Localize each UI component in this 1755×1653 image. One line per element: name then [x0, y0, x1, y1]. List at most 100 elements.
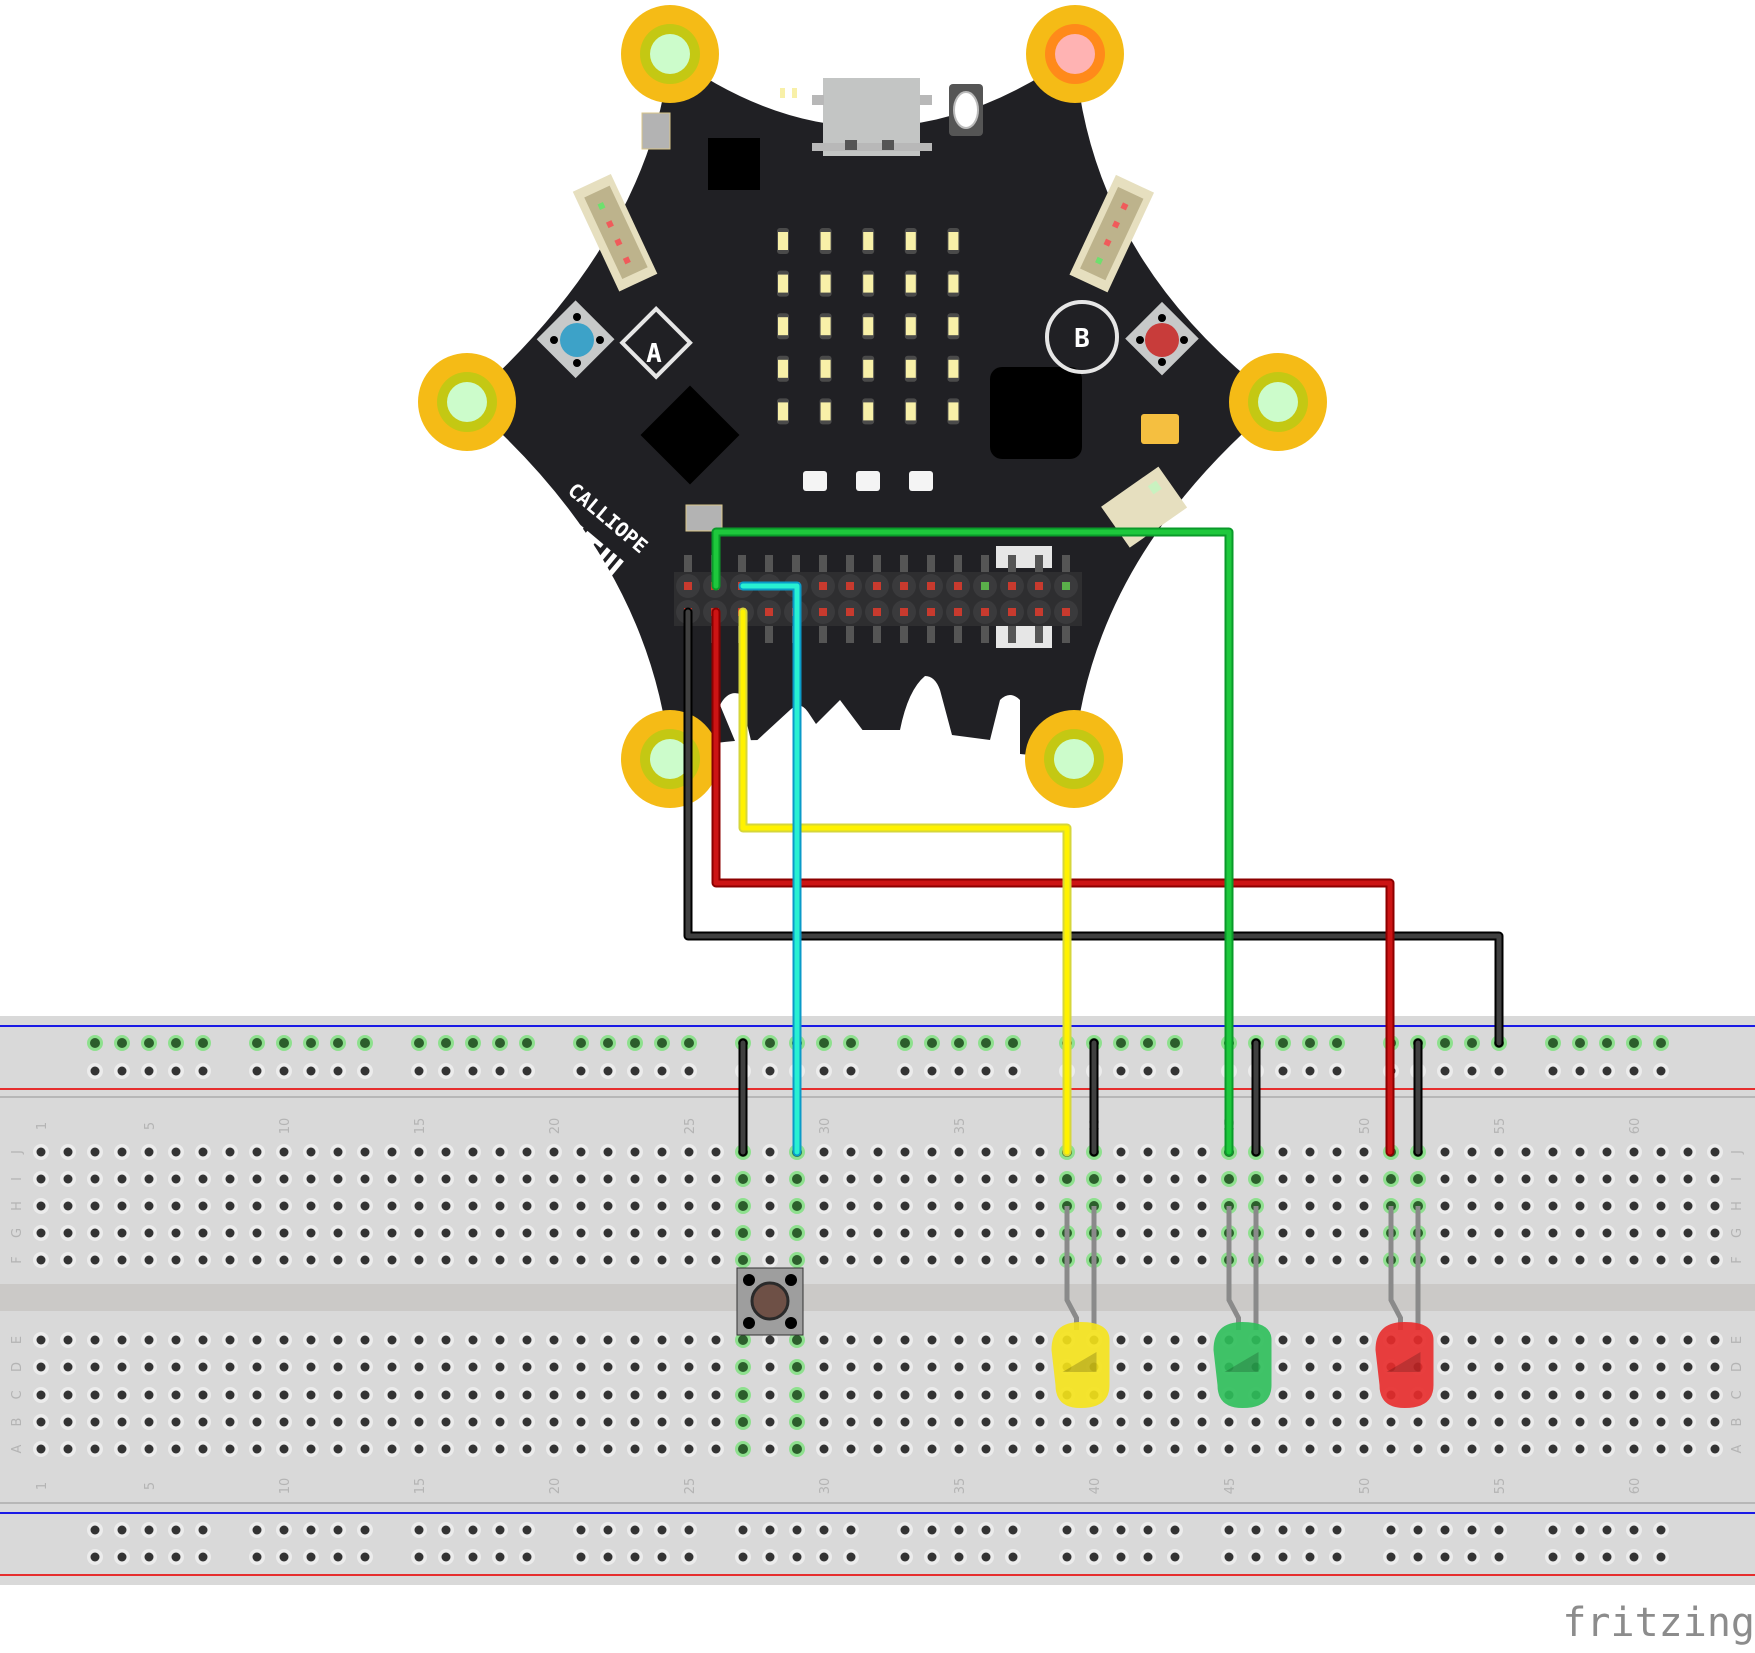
- hole-B9[interactable]: [249, 1414, 265, 1430]
- hole-H30[interactable]: [816, 1198, 832, 1214]
- rail-top-minus-hole[interactable]: [924, 1035, 940, 1051]
- rail-top-plus-hole[interactable]: [1167, 1063, 1183, 1079]
- hole-B14[interactable]: [384, 1414, 400, 1430]
- hole-E57[interactable]: [1545, 1332, 1561, 1348]
- hole-A50[interactable]: [1356, 1441, 1372, 1457]
- rail-bottom-minus-hole[interactable]: [897, 1522, 913, 1538]
- hole-I47[interactable]: [1275, 1171, 1291, 1187]
- hole-E38[interactable]: [1032, 1332, 1048, 1348]
- rail-bottom-minus-hole[interactable]: [789, 1522, 805, 1538]
- rail-top-minus-hole[interactable]: [1113, 1035, 1129, 1051]
- rail-bottom-minus-hole[interactable]: [1059, 1522, 1075, 1538]
- hole-B57[interactable]: [1545, 1414, 1561, 1430]
- hole-I18[interactable]: [492, 1171, 508, 1187]
- rail-top-plus-hole[interactable]: [1275, 1063, 1291, 1079]
- rail-top-minus-hole[interactable]: [762, 1035, 778, 1051]
- hole-B35[interactable]: [951, 1414, 967, 1430]
- rail-bottom-plus-hole[interactable]: [654, 1549, 670, 1565]
- hole-A29[interactable]: [789, 1441, 805, 1457]
- hole-E23[interactable]: [627, 1332, 643, 1348]
- rail-bottom-plus-hole[interactable]: [1005, 1549, 1021, 1565]
- hole-E27[interactable]: [735, 1332, 751, 1348]
- hole-H14[interactable]: [384, 1198, 400, 1214]
- hole-A18[interactable]: [492, 1441, 508, 1457]
- hole-J60[interactable]: [1626, 1144, 1642, 1160]
- hole-H43[interactable]: [1167, 1198, 1183, 1214]
- hole-C7[interactable]: [195, 1387, 211, 1403]
- header-pin[interactable]: [811, 600, 835, 624]
- calliope-mini-board[interactable]: A B CALLIOPE mini: [418, 5, 1327, 808]
- rail-bottom-minus-hole[interactable]: [1626, 1522, 1642, 1538]
- rail-top-minus-hole[interactable]: [654, 1035, 670, 1051]
- hole-A15[interactable]: [411, 1441, 427, 1457]
- hole-I17[interactable]: [465, 1171, 481, 1187]
- hole-H63[interactable]: [1707, 1198, 1723, 1214]
- hole-E36[interactable]: [978, 1332, 994, 1348]
- hole-B39[interactable]: [1059, 1414, 1075, 1430]
- hole-E20[interactable]: [546, 1332, 562, 1348]
- rail-bottom-plus-hole[interactable]: [1113, 1549, 1129, 1565]
- rail-top-minus-hole[interactable]: [303, 1035, 319, 1051]
- hole-F28[interactable]: [762, 1252, 778, 1268]
- hole-C49[interactable]: [1329, 1387, 1345, 1403]
- hole-E4[interactable]: [114, 1332, 130, 1348]
- hole-F10[interactable]: [276, 1252, 292, 1268]
- hole-J24[interactable]: [654, 1144, 670, 1160]
- header-pin[interactable]: [1027, 574, 1051, 598]
- hole-G32[interactable]: [870, 1225, 886, 1241]
- hole-H22[interactable]: [600, 1198, 616, 1214]
- hole-F29[interactable]: [789, 1252, 805, 1268]
- hole-F18[interactable]: [492, 1252, 508, 1268]
- hole-F32[interactable]: [870, 1252, 886, 1268]
- rail-bottom-plus-hole[interactable]: [1464, 1549, 1480, 1565]
- hole-A45[interactable]: [1221, 1441, 1237, 1457]
- rail-bottom-minus-hole[interactable]: [627, 1522, 643, 1538]
- rail-top-plus-hole[interactable]: [1599, 1063, 1615, 1079]
- rail-bottom-plus-hole[interactable]: [357, 1549, 373, 1565]
- hole-J9[interactable]: [249, 1144, 265, 1160]
- hole-I29[interactable]: [789, 1171, 805, 1187]
- hole-D36[interactable]: [978, 1359, 994, 1375]
- rail-top-plus-hole[interactable]: [600, 1063, 616, 1079]
- hole-C43[interactable]: [1167, 1387, 1183, 1403]
- hole-H13[interactable]: [357, 1198, 373, 1214]
- hole-B23[interactable]: [627, 1414, 643, 1430]
- hole-E62[interactable]: [1680, 1332, 1696, 1348]
- hole-B7[interactable]: [195, 1414, 211, 1430]
- rail-bottom-plus-hole[interactable]: [789, 1549, 805, 1565]
- hole-H57[interactable]: [1545, 1198, 1561, 1214]
- hole-D34[interactable]: [924, 1359, 940, 1375]
- hole-D22[interactable]: [600, 1359, 616, 1375]
- hole-H26[interactable]: [708, 1198, 724, 1214]
- hole-E10[interactable]: [276, 1332, 292, 1348]
- hole-C15[interactable]: [411, 1387, 427, 1403]
- hole-H38[interactable]: [1032, 1198, 1048, 1214]
- hole-E28[interactable]: [762, 1332, 778, 1348]
- pad-top-right-power[interactable]: [1026, 5, 1124, 103]
- hole-J6[interactable]: [168, 1144, 184, 1160]
- hole-D12[interactable]: [330, 1359, 346, 1375]
- hole-E7[interactable]: [195, 1332, 211, 1348]
- hole-E32[interactable]: [870, 1332, 886, 1348]
- hole-I8[interactable]: [222, 1171, 238, 1187]
- hole-G27[interactable]: [735, 1225, 751, 1241]
- hole-F56[interactable]: [1518, 1252, 1534, 1268]
- header-pin[interactable]: [757, 600, 781, 624]
- rail-bottom-minus-hole[interactable]: [1248, 1522, 1264, 1538]
- hole-G41[interactable]: [1113, 1225, 1129, 1241]
- hole-G24[interactable]: [654, 1225, 670, 1241]
- hole-D49[interactable]: [1329, 1359, 1345, 1375]
- hole-G17[interactable]: [465, 1225, 481, 1241]
- hole-C59[interactable]: [1599, 1387, 1615, 1403]
- header-pin[interactable]: [946, 600, 970, 624]
- hole-G59[interactable]: [1599, 1225, 1615, 1241]
- hole-D41[interactable]: [1113, 1359, 1129, 1375]
- hole-I41[interactable]: [1113, 1171, 1129, 1187]
- hole-J44[interactable]: [1194, 1144, 1210, 1160]
- hole-I40[interactable]: [1086, 1171, 1102, 1187]
- hole-I32[interactable]: [870, 1171, 886, 1187]
- hole-G7[interactable]: [195, 1225, 211, 1241]
- rail-bottom-minus-hole[interactable]: [1572, 1522, 1588, 1538]
- hole-F15[interactable]: [411, 1252, 427, 1268]
- hole-C20[interactable]: [546, 1387, 562, 1403]
